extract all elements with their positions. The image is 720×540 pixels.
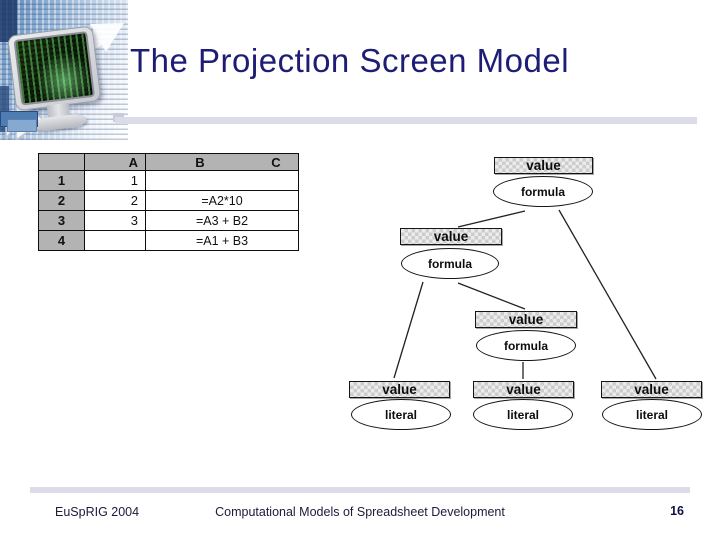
tree-node-formula-ellipse: formula — [493, 176, 593, 207]
row-header: 2 — [38, 190, 85, 211]
cell-b4: =A1 + B3 — [145, 230, 299, 251]
tree-node-value-box: value — [400, 228, 502, 245]
slide-title: The Projection Screen Model — [130, 42, 570, 79]
tree-node-literal-ellipse: literal — [602, 399, 702, 430]
monitor-base — [32, 112, 88, 133]
cell-a3: 3 — [84, 210, 146, 231]
cell-b3: =A3 + B2 — [145, 210, 299, 231]
tree-node-value-box: value — [349, 381, 450, 398]
edge-l2-to-left-literal — [393, 281, 424, 379]
edge-l2-to-l3 — [457, 282, 526, 310]
navy-corner-block — [0, 0, 17, 42]
title-underline-rule — [115, 117, 697, 124]
row-header: 1 — [38, 170, 85, 191]
table-row: 1 1 — [38, 170, 299, 191]
tree-node-literal-ellipse: literal — [351, 399, 451, 430]
row-header: 4 — [38, 230, 85, 251]
row-header: 3 — [38, 210, 85, 231]
edge-root-to-left-child — [457, 210, 526, 228]
column-header-c: C — [254, 153, 299, 171]
cell-b1 — [145, 170, 299, 191]
tree-node-formula-ellipse: formula — [476, 330, 576, 361]
cell-a1: 1 — [84, 170, 146, 191]
tree-node-value-box: value — [475, 311, 577, 328]
cell-a4 — [84, 230, 146, 251]
cell-b2: =A2*10 — [145, 190, 299, 211]
column-header-b: B — [145, 153, 254, 171]
blue-chip-light — [7, 119, 37, 132]
tree-node-literal-ellipse: literal — [473, 399, 573, 430]
slide-page-number: 16 — [670, 504, 684, 518]
slide-template-artwork — [0, 0, 128, 140]
spreadsheet-table: A B C 1 1 2 2 =A2*10 3 3 =A3 + B2 4 =A1 … — [38, 153, 299, 251]
table-row: 3 3 =A3 + B2 — [38, 210, 299, 231]
tree-node-value-box: value — [601, 381, 702, 398]
monitor-screen — [13, 31, 95, 106]
tree-node-value-box: value — [494, 157, 593, 174]
cell-a2: 2 — [84, 190, 146, 211]
corner-header-cell — [38, 153, 85, 171]
tree-node-formula-ellipse: formula — [401, 248, 499, 279]
navy-edge-block — [0, 86, 9, 132]
tree-node-value-box: value — [473, 381, 574, 398]
table-header-row: A B C — [38, 153, 299, 171]
footer-rule — [30, 487, 690, 493]
footer-presentation-title: Computational Models of Spreadsheet Deve… — [215, 505, 505, 519]
table-row: 4 =A1 + B3 — [38, 230, 299, 251]
edge-root-to-right-literal — [558, 209, 657, 380]
footer-conference-label: EuSpRIG 2004 — [55, 505, 140, 519]
table-row: 2 2 =A2*10 — [38, 190, 299, 211]
column-header-a: A — [84, 153, 146, 171]
